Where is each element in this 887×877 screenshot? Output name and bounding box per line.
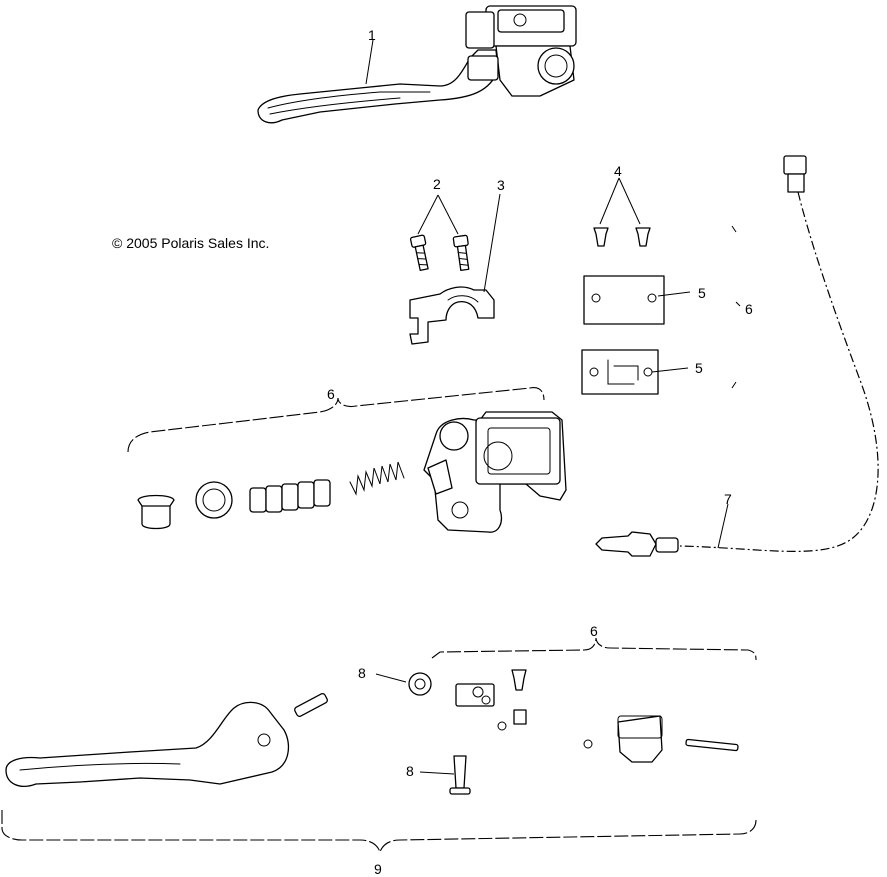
callout-6-mid: 6 (327, 386, 335, 402)
part-5-reservoir-cover (583, 275, 665, 325)
leader-2 (417, 194, 459, 235)
callout-2: 2 (433, 176, 441, 192)
callout-9: 9 (374, 861, 382, 877)
leader-4 (599, 177, 641, 225)
part-1-brake-lever-assembly (257, 5, 577, 124)
bracket-6-middle (127, 387, 545, 453)
part-7-brake-switch (595, 155, 879, 557)
leader-3 (483, 193, 501, 293)
leader-8b (419, 771, 455, 775)
callout-7: 7 (724, 491, 732, 507)
part-5-diaphragm (581, 349, 659, 395)
part-4-cover-screws (593, 227, 651, 247)
part-6-master-cylinder-kit (137, 411, 567, 533)
callout-6-right: 6 (745, 301, 753, 317)
callout-5a: 5 (698, 285, 706, 301)
bracket-9 (1, 810, 757, 854)
callout-8a: 8 (358, 665, 366, 681)
leader-5b (651, 367, 689, 373)
leader-5a (657, 291, 691, 297)
part-9-clutch-lever-assembly (5, 669, 739, 795)
bracket-6-right (731, 225, 741, 389)
callout-4: 4 (614, 163, 622, 179)
leader-1 (365, 39, 374, 85)
leader-8a (375, 673, 407, 683)
callout-1: 1 (368, 27, 376, 43)
callout-5b: 5 (695, 360, 703, 376)
callout-6-low: 6 (590, 623, 598, 639)
part-3-clamp (409, 286, 495, 345)
bracket-6-low (431, 637, 757, 661)
callout-8b: 8 (406, 763, 414, 779)
copyright-text: © 2005 Polaris Sales Inc. (112, 235, 269, 251)
callout-3: 3 (497, 177, 505, 193)
part-2-screws (409, 234, 470, 272)
leader-7 (717, 503, 729, 549)
